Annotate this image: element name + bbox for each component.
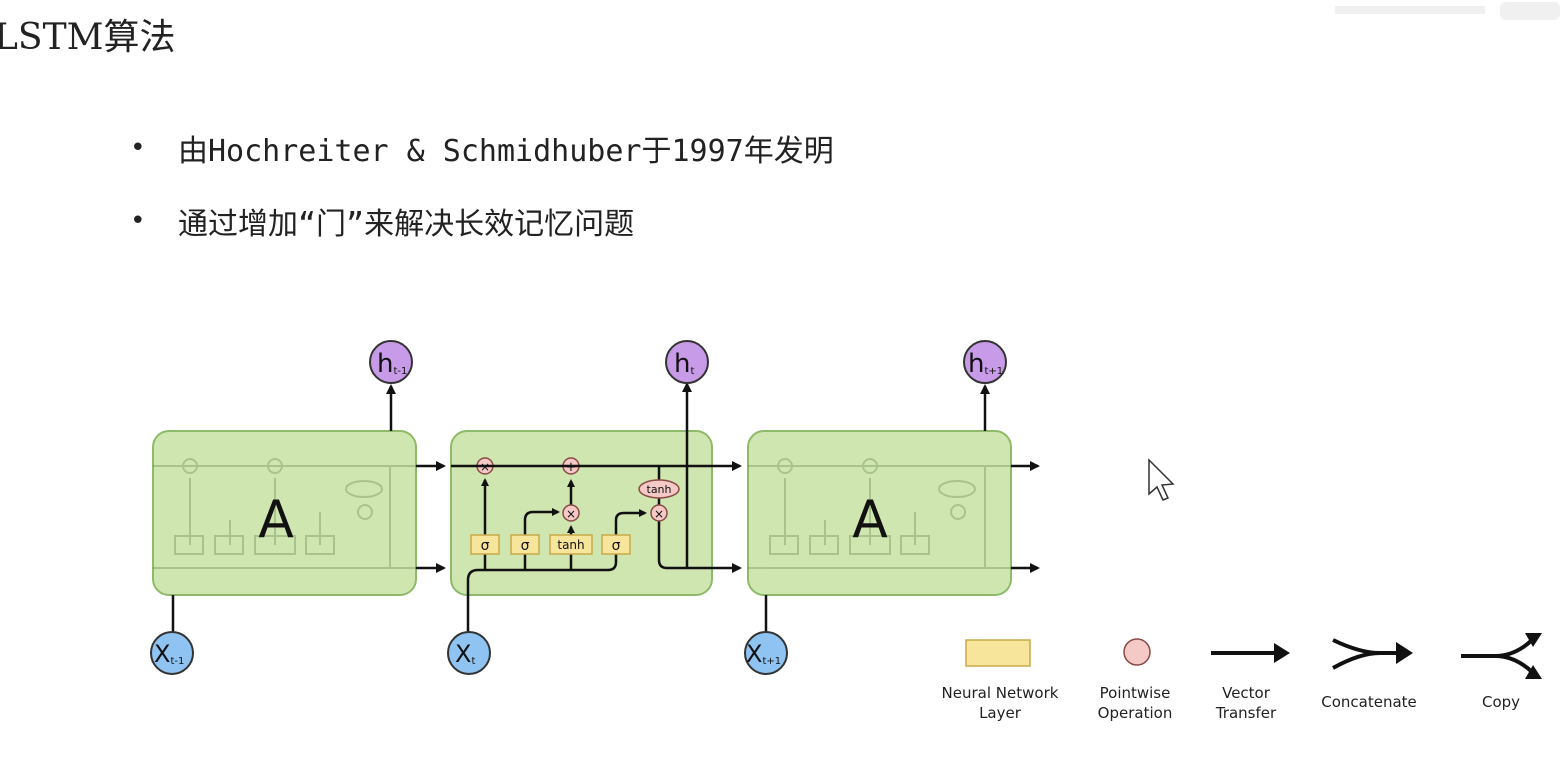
input-node [150, 631, 194, 675]
input-node-label: Xt-1 [154, 640, 184, 668]
video-watermark [1335, 2, 1560, 20]
legend-item: Copy [1461, 633, 1542, 711]
legend-item: Pointwise Operation [1098, 638, 1173, 722]
output-multiply-op [650, 504, 668, 522]
lstm-cell-current: σ σ tanh σ × + × × tanh [450, 382, 742, 632]
input-node [447, 631, 491, 675]
bullet-item: • 由Hochreiter & Schmidhuber于1997年发明 [130, 122, 834, 174]
legend-label: Neural Network [942, 684, 1059, 702]
copy-icon [1461, 638, 1534, 674]
output-gate [601, 534, 631, 555]
legend-label: Layer [979, 704, 1022, 722]
legend-item: Neural Network Layer [942, 639, 1059, 722]
bullet-item: • 通过增加“门”来解决长效记忆问题 [130, 195, 834, 247]
legend-label: Operation [1098, 704, 1173, 722]
bullet-list: • 由Hochreiter & Schmidhuber于1997年发明 • 通过… [130, 122, 834, 268]
input-node-label: Xt+1 [746, 640, 781, 668]
concat-line [466, 545, 618, 632]
slide-title: LSTM算法 [0, 17, 176, 58]
mouse-cursor-icon [1148, 458, 1175, 501]
tanh-gate-label: tanh [557, 538, 584, 552]
input-gate [510, 534, 540, 555]
input-node [744, 631, 788, 675]
lstm-cell-prev: A [152, 430, 417, 596]
legend-label: Concatenate [1321, 693, 1417, 711]
between-cell-arrows [171, 384, 1040, 632]
legend-label: Copy [1482, 693, 1520, 711]
legend-item: Concatenate [1321, 638, 1417, 711]
input-multiply-op [562, 504, 580, 522]
cell-box [747, 430, 1012, 596]
output-node [963, 340, 1007, 384]
output-nodes: ht-1 ht ht+1 [369, 340, 1007, 384]
forget-gate [470, 534, 500, 555]
op-symbol: + [566, 460, 577, 475]
gate-layers: σ σ tanh σ [470, 534, 631, 555]
concatenate-icon [1332, 638, 1400, 670]
output-node-label: ht+1 [968, 349, 1003, 379]
bullet-dot: • [130, 206, 146, 236]
hidden-state-out [657, 520, 742, 573]
output-gate-arrow [614, 509, 647, 535]
output-node-label: ht-1 [377, 349, 407, 379]
forget-gate-label: σ [481, 538, 490, 554]
legend-label: Transfer [1215, 704, 1277, 722]
cell-label: A [258, 490, 294, 550]
output-node [369, 340, 413, 384]
input-node-label: Xt [455, 640, 475, 668]
cell-box [152, 430, 417, 596]
bullet-dot: • [130, 133, 146, 163]
legend-label: Vector [1222, 684, 1271, 702]
pointwise-operation-icon [1123, 638, 1151, 666]
bullet-text: 通过增加“门”来解决长效记忆问题 [178, 207, 635, 242]
output-node-label: ht [674, 349, 694, 379]
input-gate-arrow [523, 508, 560, 535]
tanh-op [638, 479, 680, 499]
cell-label: A [852, 490, 888, 550]
pointwise-ops: × + × × tanh [476, 457, 680, 522]
legend-label: Pointwise [1100, 684, 1171, 702]
legend: Neural Network Layer Pointwise Operation… [942, 633, 1542, 722]
bullet-text: 由Hochreiter & Schmidhuber于1997年发明 [178, 134, 834, 169]
input-gate-label: σ [521, 538, 530, 554]
tanh-gate [549, 534, 593, 555]
legend-item: Vector Transfer [1211, 643, 1290, 722]
op-symbol: × [566, 507, 576, 521]
lstm-cell-next: A [747, 430, 1012, 596]
tanh-op-label: tanh [647, 483, 672, 496]
output-node [665, 340, 709, 384]
op-symbol: × [654, 507, 664, 521]
output-gate-label: σ [612, 538, 621, 554]
neural-network-layer-icon [965, 639, 1031, 667]
input-nodes: Xt-1 Xt Xt+1 [150, 631, 788, 675]
